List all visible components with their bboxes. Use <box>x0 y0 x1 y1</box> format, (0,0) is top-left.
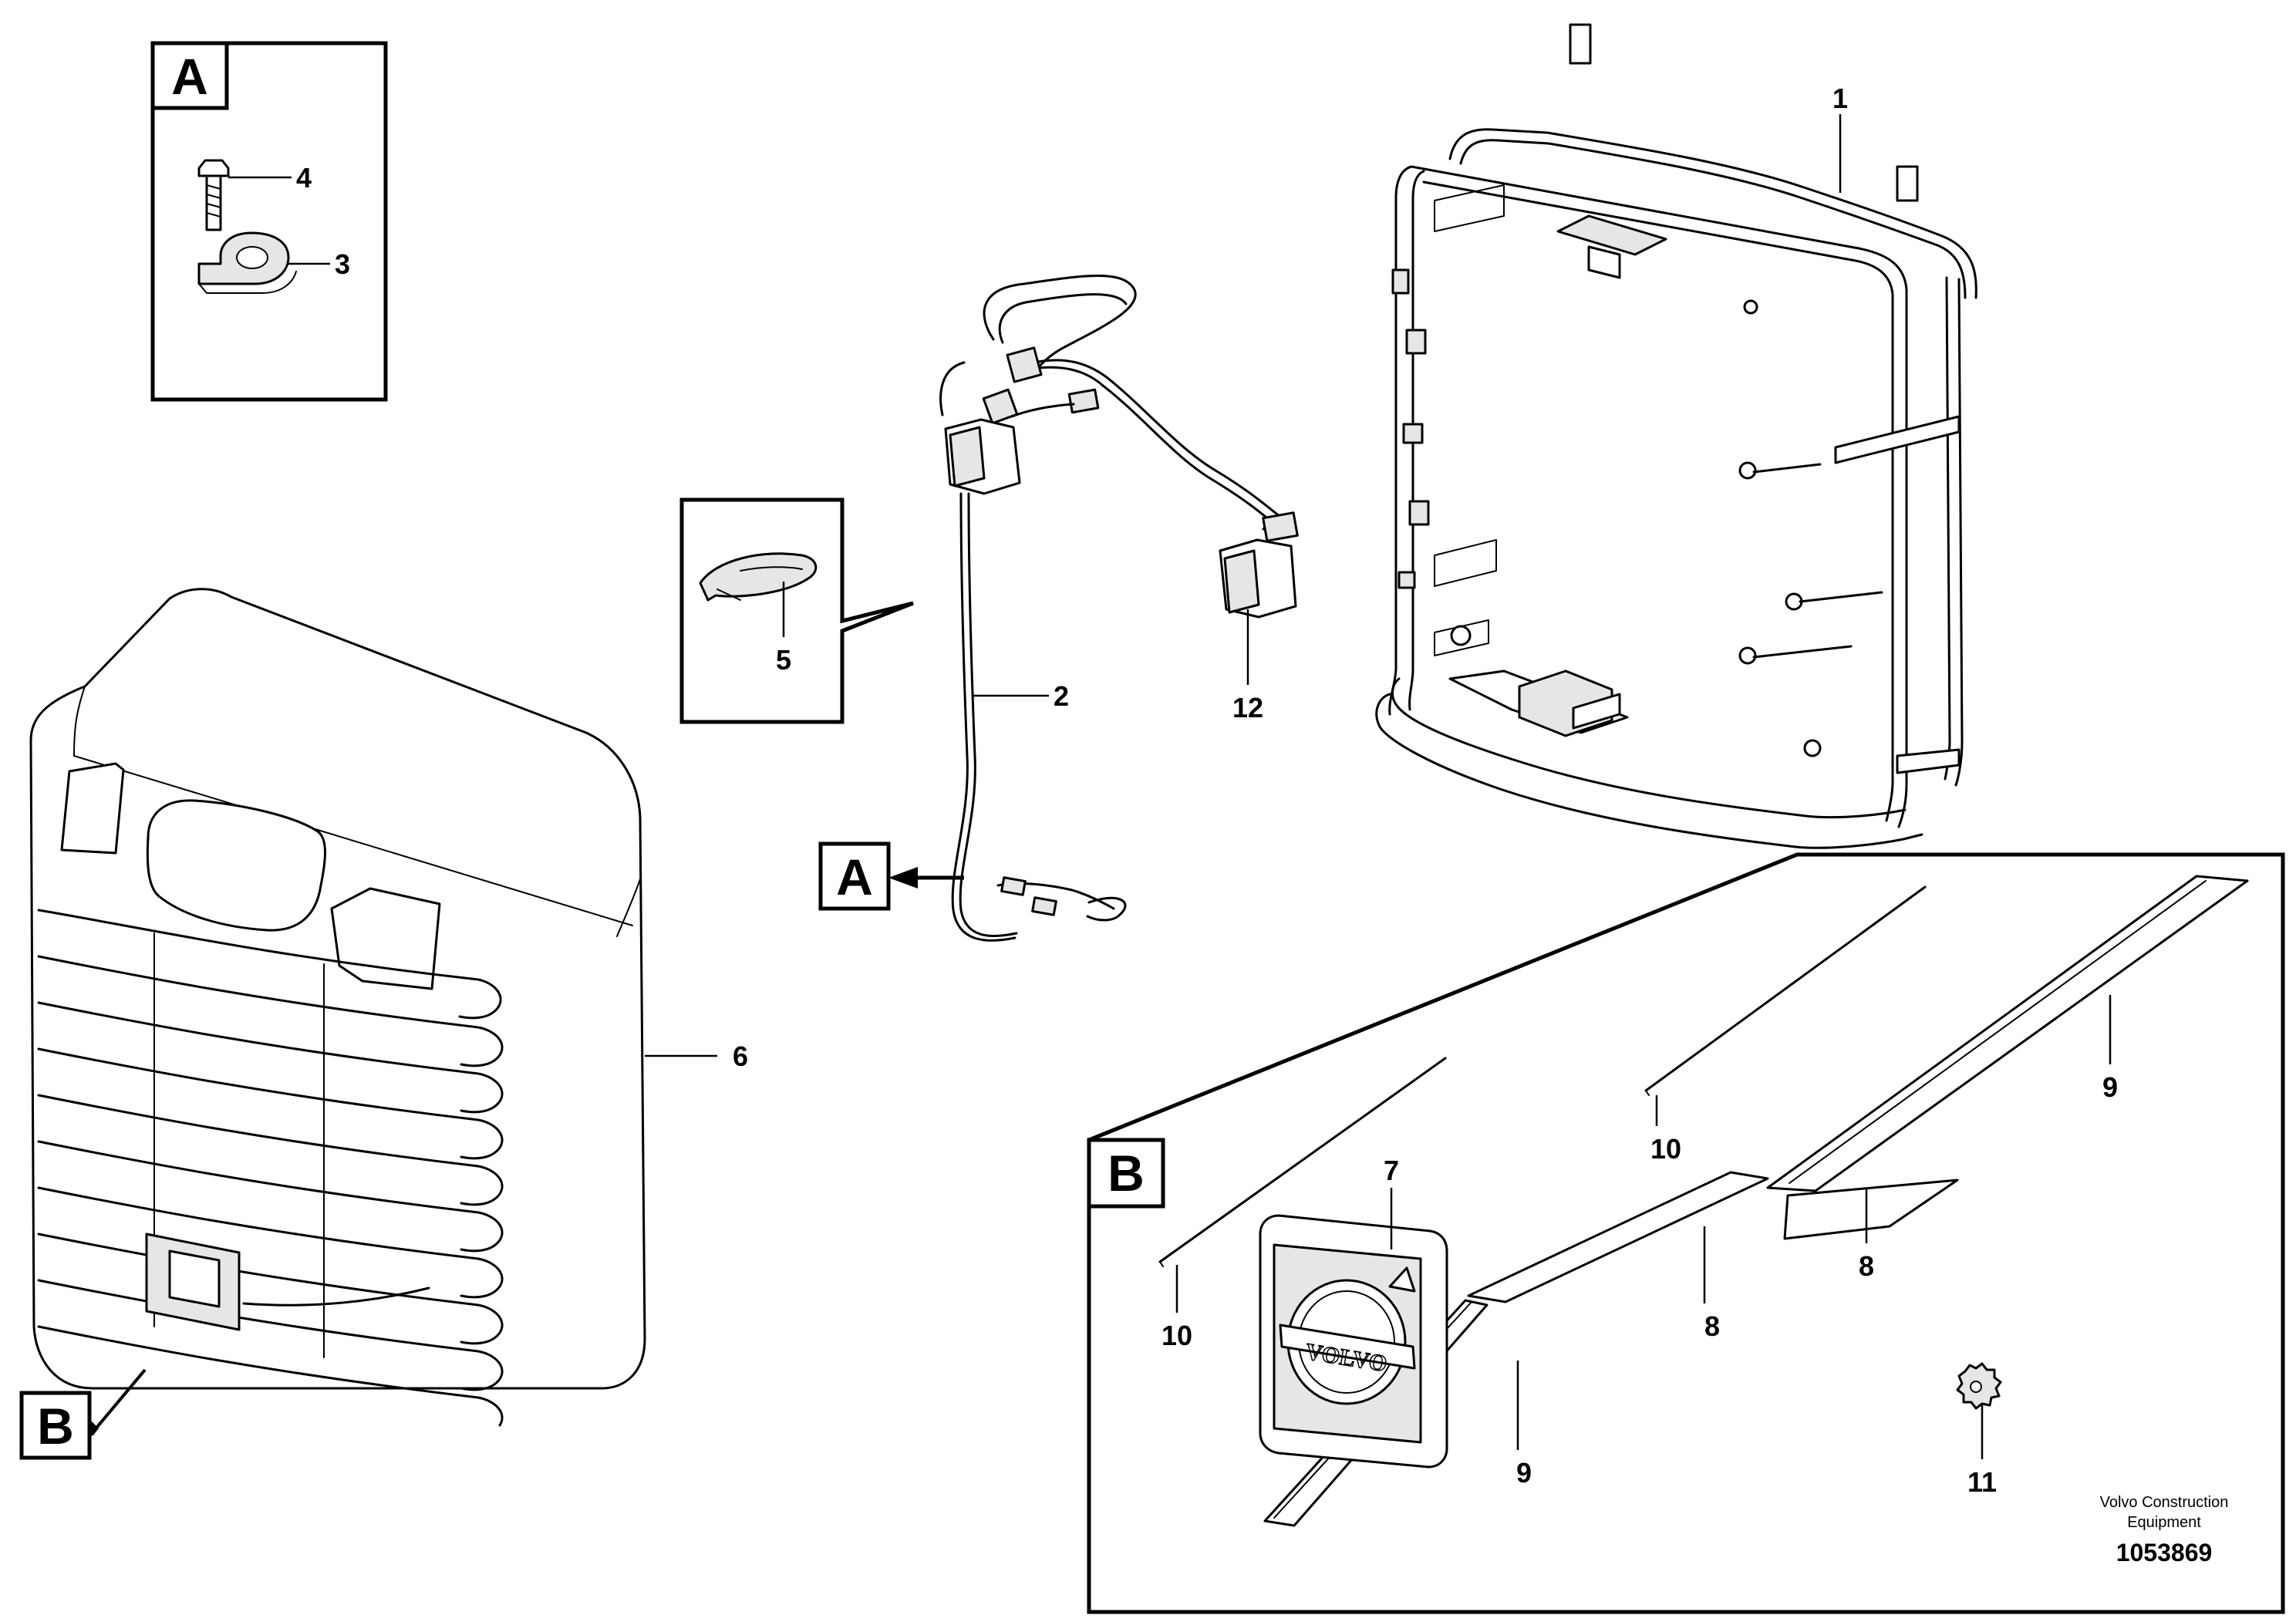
grille-slats <box>37 909 504 1427</box>
view-a-pointer: A <box>818 841 964 911</box>
callout-6: 6 <box>733 1040 748 1072</box>
callout-5: 5 <box>776 644 791 676</box>
grille-part-6 <box>29 588 717 1427</box>
view-a-inset-label: A <box>171 48 208 105</box>
maker-caption-line-2: Equipment <box>2127 1514 2201 1531</box>
stripe-part-10-right <box>1644 885 1927 1092</box>
view-a-inset: A 4 3 <box>150 41 388 402</box>
callout-9-right: 9 <box>2102 1071 2118 1103</box>
callout-10-right: 10 <box>1650 1133 1681 1165</box>
wiring-harness-part-2 <box>939 274 1288 942</box>
work-lamp-part-12 <box>1219 511 1299 619</box>
work-lamp-left <box>944 418 1021 495</box>
cable-tie-part-5 <box>699 552 818 602</box>
clamp-part-3 <box>197 231 297 294</box>
stripe-part-8-left <box>1467 1171 1769 1303</box>
view-b-pointer-label: B <box>37 1398 74 1455</box>
washer-part-11 <box>1956 1362 2002 1410</box>
view-b-inset: B VOLVO <box>1087 852 2285 1614</box>
callout-7: 7 <box>1384 1155 1399 1186</box>
callout-1: 1 <box>1832 83 1848 114</box>
bolt-part-4 <box>197 159 230 231</box>
callout-8-left: 8 <box>1704 1310 1720 1342</box>
drawing-number: 1053869 <box>2116 1539 2213 1566</box>
frame-pins <box>1450 299 1883 757</box>
callout-3: 3 <box>335 248 350 280</box>
frame-part-1 <box>1375 23 1977 849</box>
callout-12: 12 <box>1232 692 1263 723</box>
callout-11: 11 <box>1967 1466 1997 1498</box>
emblem-part-7: VOLVO <box>1259 1214 1448 1469</box>
stripe-part-10-left <box>1158 1057 1447 1263</box>
view-b-pointer: B <box>19 1368 147 1460</box>
view-b-inset-label: B <box>1108 1145 1145 1202</box>
callout-2: 2 <box>1054 680 1069 712</box>
maker-caption-line-1: Volvo Construction <box>2100 1494 2229 1511</box>
callout-10-left: 10 <box>1161 1320 1192 1351</box>
callout-9-left: 9 <box>1516 1457 1532 1489</box>
view-a-pointer-label: A <box>836 848 873 905</box>
cable-tie-inset: 5 <box>679 497 914 724</box>
callout-4: 4 <box>296 162 312 194</box>
callout-8-right: 8 <box>1859 1250 1874 1282</box>
